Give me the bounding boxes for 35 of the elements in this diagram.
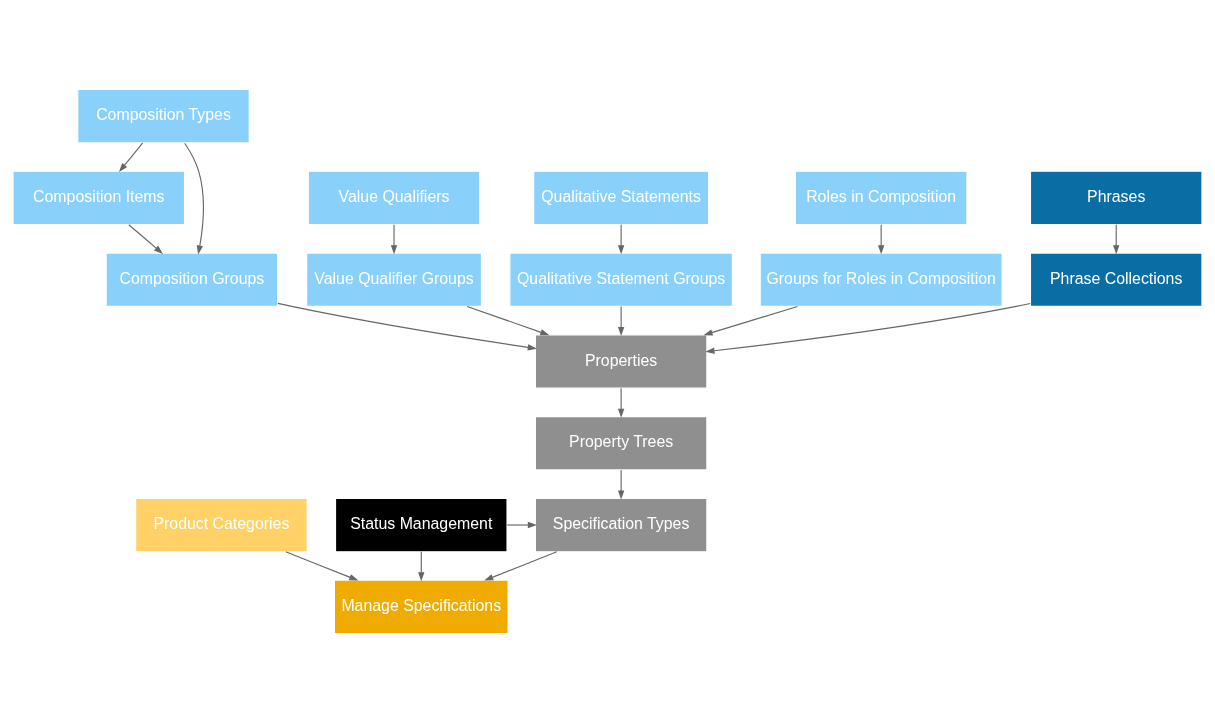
- node-box: Phrase Collections: [1029, 252, 1203, 307]
- node-box: Composition Groups: [105, 252, 279, 307]
- arrow: [506, 521, 537, 528]
- arrow: [390, 223, 398, 254]
- arrow: [128, 223, 163, 254]
- arrow: [705, 302, 1031, 354]
- node-box: Status Management: [334, 497, 508, 552]
- node-box: Properties: [534, 333, 708, 389]
- arrow: [277, 302, 537, 350]
- node-box: Value Qualifiers: [307, 170, 481, 225]
- node-box: Groups for Roles in Composition: [759, 252, 1003, 307]
- node-box: Qualitative Statement Groups: [509, 252, 733, 307]
- arrow: [617, 305, 625, 336]
- node-box: Specification Types: [534, 497, 708, 552]
- arrow: [877, 223, 885, 254]
- arrow: [703, 305, 799, 336]
- node-box: Phrases: [1029, 170, 1203, 225]
- node-box: Value Qualifier Groups: [306, 252, 483, 307]
- node-box: Property Trees: [534, 415, 708, 470]
- node-box: Manage Specifications: [333, 579, 509, 634]
- arrow: [617, 387, 625, 418]
- arrow: [118, 141, 144, 172]
- arrow: [418, 550, 425, 581]
- arrow: [484, 550, 558, 581]
- node-box: Composition Items: [12, 170, 186, 225]
- arrow: [466, 305, 550, 335]
- node-box: Qualitative Statements: [533, 170, 710, 225]
- arrow: [617, 468, 625, 500]
- node-box: Composition Types: [77, 88, 250, 143]
- arrow: [285, 550, 359, 581]
- arrow: [617, 223, 625, 254]
- node-box: Roles in Composition: [794, 170, 968, 225]
- arrow: [184, 142, 204, 255]
- arrow: [1113, 223, 1120, 254]
- node-box: Product Categories: [135, 497, 308, 552]
